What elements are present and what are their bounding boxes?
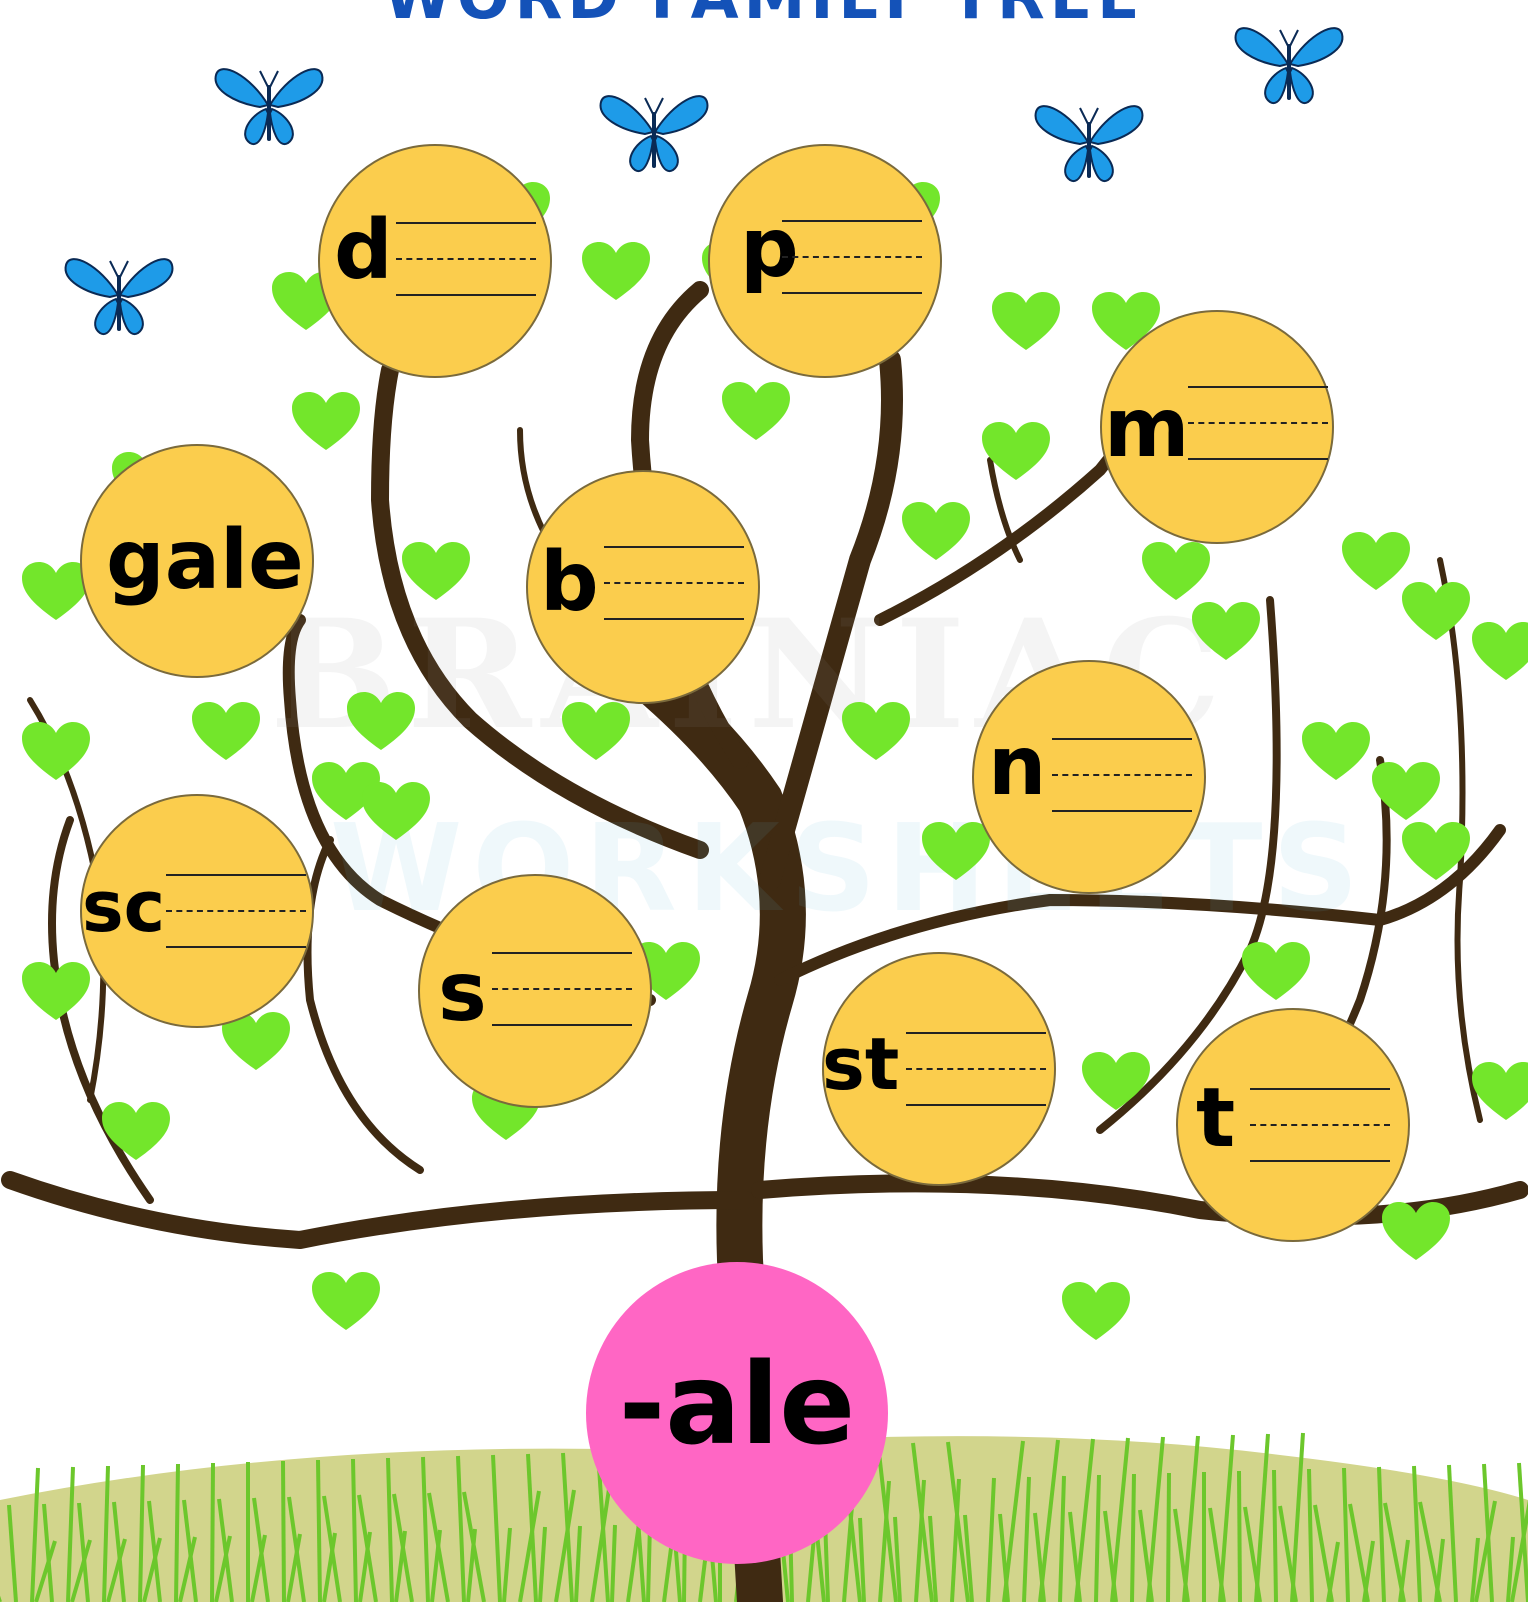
answer-blank-m[interactable] xyxy=(1188,386,1328,460)
word-circle-st: st xyxy=(822,952,1056,1186)
word-circle-n: n xyxy=(972,660,1206,894)
answer-blank-t[interactable] xyxy=(1250,1088,1390,1162)
heart-leaf-icon xyxy=(1380,1200,1452,1264)
answer-blank-d[interactable] xyxy=(396,222,536,296)
heart-leaf-icon xyxy=(1340,530,1412,594)
heart-leaf-icon xyxy=(100,1100,172,1164)
heart-leaf-icon xyxy=(720,380,792,444)
prefix-n: n xyxy=(988,719,1047,814)
heart-leaf-icon xyxy=(920,820,992,884)
heart-leaf-icon xyxy=(840,700,912,764)
prefix-d: d xyxy=(334,203,393,298)
heart-leaf-icon xyxy=(1470,1060,1528,1124)
word-circle-sc: sc xyxy=(80,794,314,1028)
butterfly-icon xyxy=(595,82,713,182)
page-title: WORD FAMILY TREE xyxy=(0,0,1528,28)
prefix-t: t xyxy=(1196,1071,1236,1166)
root-word: -ale xyxy=(618,1340,856,1470)
heart-leaf-icon xyxy=(1400,820,1472,884)
answer-blank-b[interactable] xyxy=(604,546,744,620)
root-word-circle: -ale xyxy=(586,1262,888,1564)
prefix-gale: gale xyxy=(106,513,304,608)
heart-leaf-icon xyxy=(20,720,92,784)
prefix-s: s xyxy=(438,945,487,1040)
heart-leaf-icon xyxy=(20,960,92,1024)
heart-leaf-icon xyxy=(990,290,1062,354)
heart-leaf-icon xyxy=(1400,580,1472,644)
heart-leaf-icon xyxy=(190,700,262,764)
heart-leaf-icon xyxy=(310,1270,382,1334)
heart-leaf-icon xyxy=(1060,1280,1132,1344)
heart-leaf-icon xyxy=(1240,940,1312,1004)
heart-leaf-icon xyxy=(560,700,632,764)
butterfly-icon xyxy=(1030,92,1148,192)
butterfly-icon xyxy=(60,245,178,345)
heart-leaf-icon xyxy=(1470,620,1528,684)
prefix-m: m xyxy=(1104,381,1190,476)
heart-leaf-icon xyxy=(1370,760,1442,824)
word-circle-s: s xyxy=(418,874,652,1108)
butterfly-icon xyxy=(210,55,328,155)
answer-blank-st[interactable] xyxy=(906,1032,1046,1106)
word-circle-t: t xyxy=(1176,1008,1410,1242)
answer-blank-sc[interactable] xyxy=(166,874,306,948)
answer-blank-p[interactable] xyxy=(782,220,922,294)
heart-leaf-icon xyxy=(360,780,432,844)
answer-blank-n[interactable] xyxy=(1052,738,1192,812)
heart-leaf-icon xyxy=(1190,600,1262,664)
prefix-b: b xyxy=(540,535,599,630)
heart-leaf-icon xyxy=(1300,720,1372,784)
heart-leaf-icon xyxy=(980,420,1052,484)
heart-leaf-icon xyxy=(20,560,92,624)
word-circle-b: b xyxy=(526,470,760,704)
heart-leaf-icon xyxy=(345,690,417,754)
word-circle-p: p xyxy=(708,144,942,378)
word-circle-m: m xyxy=(1100,310,1334,544)
word-circle-gale: gale xyxy=(80,444,314,678)
heart-leaf-icon xyxy=(900,500,972,564)
heart-leaf-icon xyxy=(400,540,472,604)
heart-leaf-icon xyxy=(1080,1050,1152,1114)
word-circle-d: d xyxy=(318,144,552,378)
heart-leaf-icon xyxy=(220,1010,292,1074)
answer-blank-s[interactable] xyxy=(492,952,632,1026)
butterfly-icon xyxy=(1230,14,1348,114)
prefix-sc: sc xyxy=(82,866,166,948)
heart-leaf-icon xyxy=(310,760,382,824)
heart-leaf-icon xyxy=(580,240,652,304)
heart-leaf-icon xyxy=(290,390,362,454)
heart-leaf-icon xyxy=(1140,540,1212,604)
prefix-st: st xyxy=(822,1022,900,1106)
